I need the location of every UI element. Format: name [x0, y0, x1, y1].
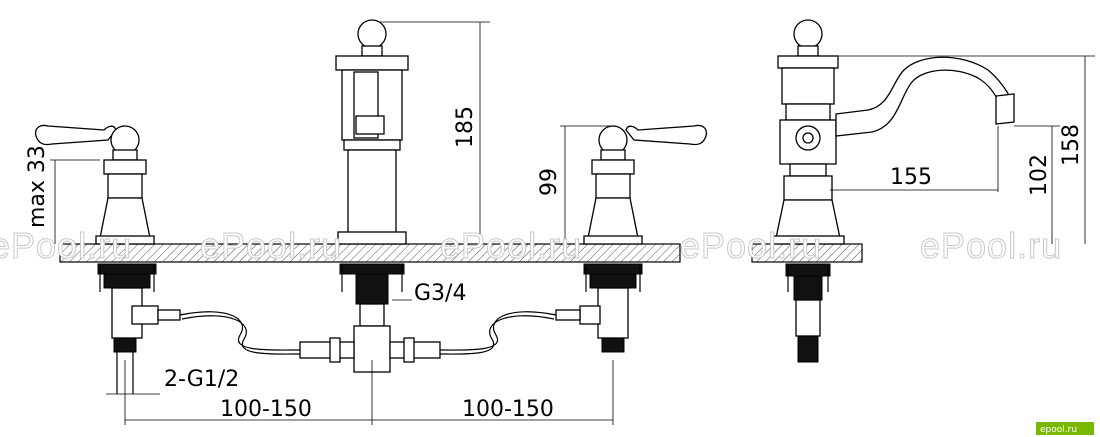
label-spacing-right: 100-150	[462, 397, 554, 422]
brand-badge: epool.ru	[1036, 422, 1094, 435]
watermark-5: ePool.ru	[920, 225, 1062, 266]
brand-label: epool.ru	[1040, 425, 1077, 435]
label-outlet-height: 102	[1027, 154, 1052, 196]
label-handle-height: 99	[537, 168, 562, 196]
watermark-3: ePool.ru	[440, 225, 582, 266]
side-view-assembly	[771, 19, 1015, 363]
right-handle-assembly	[583, 124, 708, 245]
label-spacing-left: 100-150	[220, 397, 312, 422]
label-reach: 155	[890, 165, 932, 190]
left-underside-fittings	[97, 263, 181, 394]
dimension-lines	[50, 21, 1095, 425]
label-max-height: max 33	[25, 145, 50, 228]
label-total-height: 158	[1059, 124, 1084, 166]
left-handle-assembly	[34, 124, 155, 245]
countertop-front	[59, 243, 681, 263]
brand-badge-background	[1036, 422, 1094, 435]
label-spout-height: 185	[453, 106, 478, 148]
flexible-hoses	[179, 311, 557, 355]
watermark-2: ePool.ru	[200, 225, 342, 266]
right-underside-fittings	[555, 263, 643, 353]
watermark-4: ePool.ru	[680, 225, 822, 266]
label-thread-inlets: 2-G1/2	[164, 367, 239, 392]
watermark-1: ePool.ru	[0, 225, 132, 266]
label-thread-main: G3/4	[414, 281, 466, 306]
center-spout-assembly	[335, 19, 409, 245]
